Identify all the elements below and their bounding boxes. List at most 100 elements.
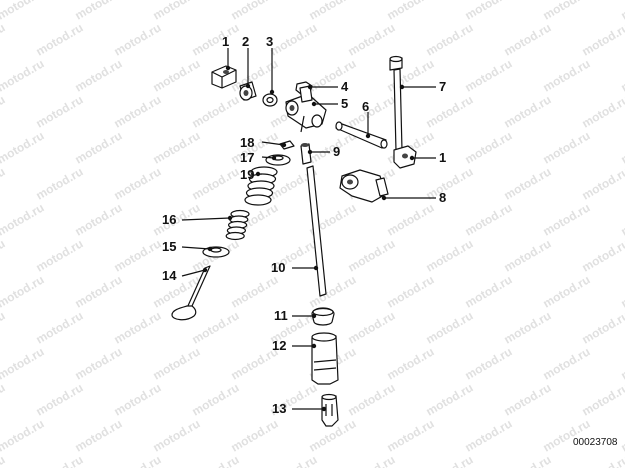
callout-14: 14 xyxy=(162,267,208,283)
callout-9: 9 xyxy=(307,144,340,159)
callout-label: 10 xyxy=(271,260,285,275)
watermark-text: motod.ru xyxy=(541,128,593,166)
watermark-text: motod.ru xyxy=(112,92,164,130)
watermark-text: motod.ru xyxy=(424,164,476,202)
watermark-text: motod.ru xyxy=(0,308,8,346)
watermark-text: motod.ru xyxy=(34,380,86,418)
part-8-rocker-arm xyxy=(339,169,389,203)
watermark-text: motod.ru xyxy=(0,344,47,382)
watermark-text: motod.ru xyxy=(619,416,625,454)
watermark-text: motod.ru xyxy=(424,452,476,468)
watermark-text: motod.ru xyxy=(541,200,593,238)
callout-label: 1 xyxy=(222,34,229,49)
watermark-text: motod.ru xyxy=(190,92,242,130)
watermark-text: motod.ru xyxy=(151,344,203,382)
watermark-text: motod.ru xyxy=(580,380,625,418)
part-5-rocker-arm xyxy=(285,85,327,133)
watermark-text: motod.ru xyxy=(73,272,125,310)
watermark-text: motod.ru xyxy=(0,128,47,166)
watermark-text: motod.ru xyxy=(307,272,359,310)
watermark-text: motod.ru xyxy=(34,452,86,468)
watermark-text: motod.ru xyxy=(385,344,437,382)
watermark-text: motod.ru xyxy=(502,164,554,202)
watermark-text: motod.ru xyxy=(580,452,625,468)
callout-label: 15 xyxy=(162,239,176,254)
watermark-text: motod.ru xyxy=(463,56,515,94)
callout-label: 5 xyxy=(341,96,348,111)
watermark-text: motod.ru xyxy=(424,92,476,130)
watermark-text: motod.ru xyxy=(346,236,398,274)
part-12-tappet xyxy=(311,332,339,385)
part-3-washer xyxy=(262,93,278,107)
callout-17: 17 xyxy=(240,150,277,165)
watermark-text: motod.ru xyxy=(385,272,437,310)
callout-1-bottom: 1 xyxy=(409,150,446,165)
callout-label: 16 xyxy=(162,212,176,227)
watermark-text: motod.ru xyxy=(307,56,359,94)
watermark-text: motod.ru xyxy=(385,416,437,454)
watermark-text: motod.ru xyxy=(619,56,625,94)
watermark-text: motod.ru xyxy=(190,164,242,202)
watermark-text: motod.ru xyxy=(385,0,437,23)
callout-11: 11 xyxy=(274,308,317,323)
part-1-bottom xyxy=(393,145,417,169)
watermark-text: motod.ru xyxy=(190,380,242,418)
callout-label: 7 xyxy=(439,79,446,94)
watermark-text: motod.ru xyxy=(0,272,47,310)
callout-label: 8 xyxy=(439,190,446,205)
watermark-text: motod.ru xyxy=(0,92,8,130)
watermark-text: motod.ru xyxy=(73,56,125,94)
watermark-text: motod.ru xyxy=(190,452,242,468)
watermark-text: motod.ru xyxy=(346,92,398,130)
watermark-text: motod.ru xyxy=(619,128,625,166)
watermark-text: motod.ru xyxy=(346,452,398,468)
watermark-text: motod.ru xyxy=(73,128,125,166)
watermark-text: motod.ru xyxy=(580,92,625,130)
callout-10: 10 xyxy=(271,260,319,275)
watermark-text: motod.ru xyxy=(112,308,164,346)
watermark-text: motod.ru xyxy=(502,308,554,346)
part-17-retainer xyxy=(265,154,291,166)
watermark-text: motod.ru xyxy=(112,236,164,274)
watermark-text: motod.ru xyxy=(151,416,203,454)
watermark-text: motod.ru xyxy=(73,416,125,454)
watermark-text: motod.ru xyxy=(0,452,8,468)
watermark-text: motod.ru xyxy=(619,344,625,382)
catalog-number: 00023708 xyxy=(573,437,618,448)
callout-15: 15 xyxy=(162,239,213,254)
watermark-text: motod.ru xyxy=(0,416,47,454)
watermark-text: motod.ru xyxy=(580,20,625,58)
watermark-text: motod.ru xyxy=(190,20,242,58)
watermark-text: motod.ru xyxy=(463,272,515,310)
watermark-text: motod.ru xyxy=(307,0,359,23)
watermark-text: motod.ru xyxy=(229,272,281,310)
watermark-text: motod.ru xyxy=(580,236,625,274)
watermark-text: motod.ru xyxy=(0,0,47,23)
watermark-text: motod.ru xyxy=(0,164,8,202)
callout-label: 13 xyxy=(272,401,286,416)
callout-label: 6 xyxy=(362,99,369,114)
watermark-text: motod.ru xyxy=(112,20,164,58)
watermark-text: motod.ru xyxy=(502,236,554,274)
watermark-text: motod.ru xyxy=(502,20,554,58)
watermark-text: motod.ru xyxy=(0,380,8,418)
watermark-text: motod.ru xyxy=(502,380,554,418)
watermark-text: motod.ru xyxy=(73,200,125,238)
watermark-text: motod.ru xyxy=(0,236,8,274)
callout-label: 18 xyxy=(240,135,254,150)
watermark-text: motod.ru xyxy=(424,20,476,58)
watermark-text: motod.ru xyxy=(346,308,398,346)
watermark-text: motod.ru xyxy=(34,236,86,274)
callout-1-top: 1 xyxy=(222,34,231,71)
watermark-text: motod.ru xyxy=(424,308,476,346)
part-11-cup xyxy=(311,307,335,326)
callout-19: 19 xyxy=(240,167,262,182)
callout-6: 6 xyxy=(362,99,371,139)
callout-12: 12 xyxy=(272,338,317,353)
callout-label: 11 xyxy=(274,308,288,323)
watermark-text: motod.ru xyxy=(112,452,164,468)
watermark-text: motod.ru xyxy=(541,416,593,454)
watermark-text: motod.ru xyxy=(346,20,398,58)
watermark-text: motod.ru xyxy=(73,344,125,382)
